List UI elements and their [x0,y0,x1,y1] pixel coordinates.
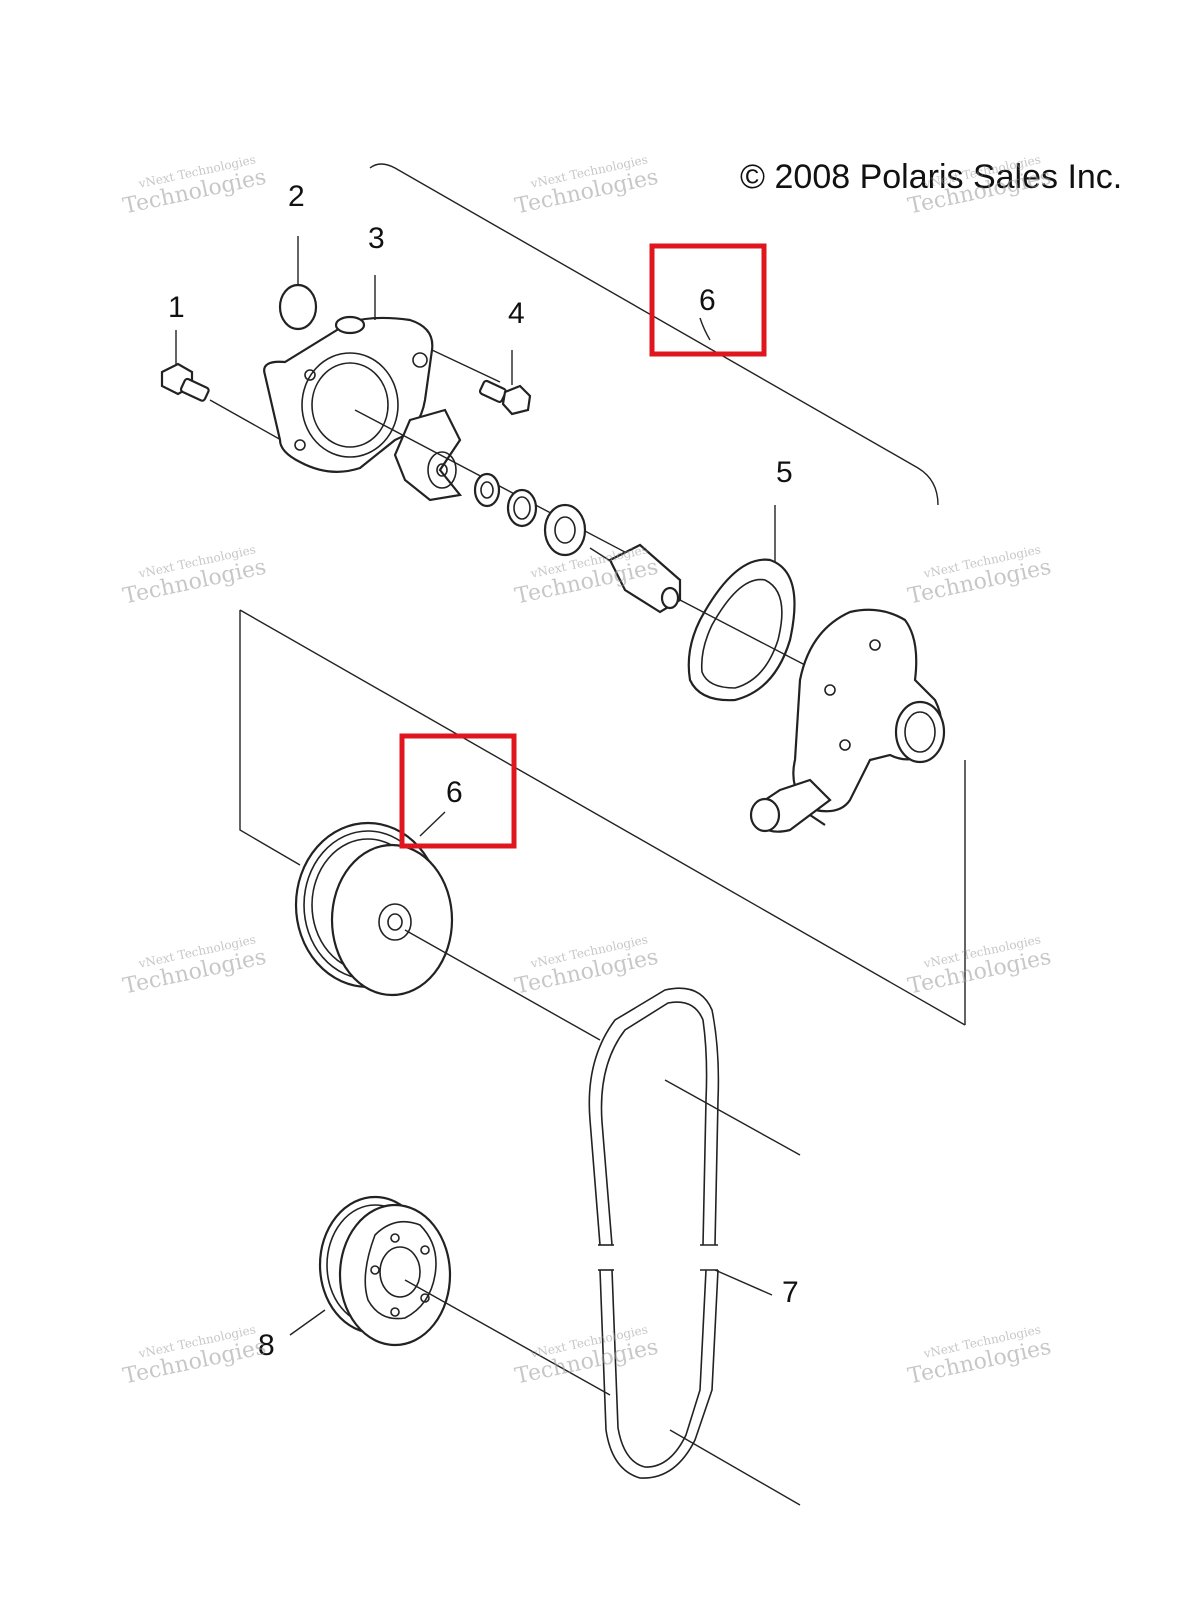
part-5-gasket[interactable] [687,558,796,702]
watermark-4: vNext Technologies Technologies [121,542,269,609]
watermark-10: vNext Technologies Technologies [121,1322,269,1389]
bracket-line-mid [239,609,966,1026]
bracket-line-top [369,163,939,506]
part-7-drive-belt[interactable] [588,987,720,1479]
callout-1[interactable]: 1 [168,291,185,324]
mechanical-seal[interactable] [543,503,587,557]
leader-7 [714,1269,773,1296]
seal-ring-1[interactable] [473,472,501,508]
leader-8 [289,1309,326,1336]
leader-6-mid [419,811,446,837]
watermark-2: vNext Technologies Technologies [513,152,661,219]
watermark-11: vNext Technologies Technologies [513,1322,661,1389]
axis-line-6 [669,1429,801,1506]
highlight-box-6-top [649,243,767,357]
callout-6-mid[interactable]: 6 [446,776,463,809]
seal-ring-2[interactable] [506,488,538,528]
callout-7[interactable]: 7 [782,1276,799,1309]
callout-8[interactable]: 8 [258,1329,275,1362]
axis-line-5 [404,1279,611,1396]
watermark-12: vNext Technologies Technologies [906,1322,1054,1389]
part-2-o-ring[interactable] [278,283,318,331]
callout-5[interactable]: 5 [776,456,793,489]
watermark-1: vNext Technologies Technologies [121,152,269,219]
copyright-text: © 2008 Polaris Sales Inc. [740,158,1122,196]
water-pump-pulley[interactable] [294,821,454,997]
part-3-pump-cover[interactable] [263,315,434,473]
callout-6-top[interactable]: 6 [699,284,716,317]
watermark-8: vNext Technologies Technologies [513,932,661,999]
callout-3[interactable]: 3 [368,222,385,255]
part-8-crankshaft-pulley[interactable] [318,1195,452,1347]
pump-housing[interactable] [749,608,946,833]
axis-line-3 [404,929,601,1041]
part-4-bolt[interactable] [431,349,532,416]
highlight-box-6-mid [399,733,517,849]
watermark-9: vNext Technologies Technologies [906,932,1054,999]
watermark-6: vNext Technologies Technologies [906,542,1054,609]
callout-2[interactable]: 2 [288,180,305,213]
part-1-bolt[interactable] [160,362,291,446]
watermark-7: vNext Technologies Technologies [121,932,269,999]
axis-line-4 [664,1079,801,1156]
leader-6-top [699,317,711,341]
callout-4[interactable]: 4 [508,297,525,330]
impeller[interactable] [393,408,463,502]
axis-line-2 [679,599,806,666]
